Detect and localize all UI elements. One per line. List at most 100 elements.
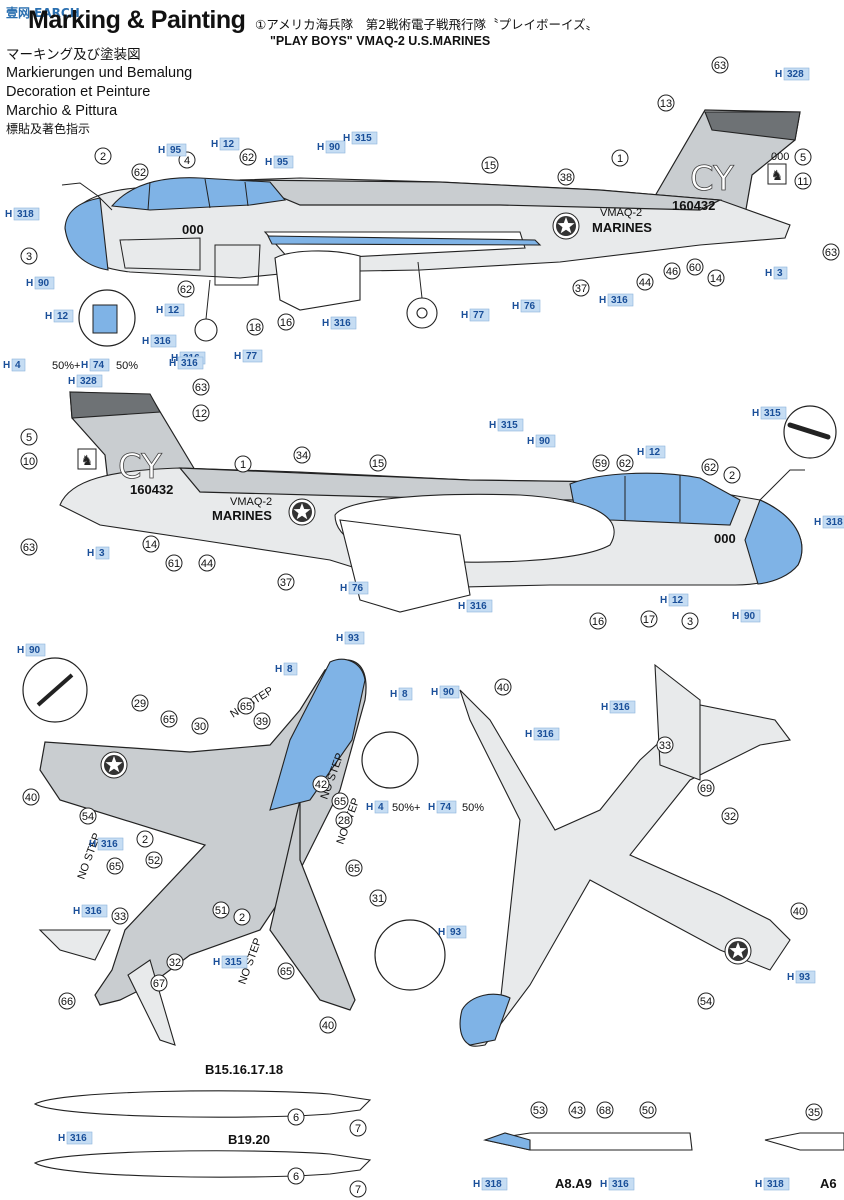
- callout-number: 7: [349, 1119, 367, 1137]
- bottom-radome: [459, 993, 511, 1046]
- callout-number-text: 32: [169, 957, 181, 969]
- svg-text:H: H: [428, 802, 435, 813]
- svg-text:H: H: [234, 351, 241, 362]
- svg-text:95: 95: [170, 145, 182, 156]
- callout-number-text: 40: [322, 1020, 334, 1032]
- pod-b1: [33, 1090, 372, 1118]
- callout-number: 63: [822, 243, 840, 261]
- paint-code: H 315: [489, 418, 524, 432]
- callout-number-text: 34: [296, 450, 308, 462]
- callout-number: 2: [723, 466, 741, 484]
- callout-number: 54: [697, 992, 715, 1010]
- external-pod: [274, 250, 361, 311]
- bottom-view: [459, 663, 791, 1047]
- callout-number-text: 16: [592, 616, 604, 628]
- callout-number-text: 65: [109, 861, 121, 873]
- callout-number: 15: [481, 156, 499, 174]
- svg-text:H: H: [814, 517, 821, 528]
- nose-radome-left: [744, 499, 803, 585]
- svg-text:315: 315: [501, 420, 518, 431]
- callout-number: 1: [611, 149, 629, 167]
- svg-text:H: H: [213, 957, 220, 968]
- callout-number: 62: [616, 454, 634, 472]
- callout-number-text: 13: [660, 98, 672, 110]
- title-german: Markierungen und Bemalung: [6, 65, 193, 81]
- callout-number-text: 54: [82, 811, 94, 823]
- svg-text:H: H: [211, 139, 218, 150]
- callout-number-text: 37: [280, 577, 292, 589]
- callout-number-text: 52: [148, 855, 160, 867]
- callout-number-text: 2: [100, 151, 106, 163]
- watermark-logo: 壹网 EARCH: [6, 6, 80, 20]
- serial-text-left: 160432: [130, 482, 173, 497]
- svg-text:H: H: [343, 133, 350, 144]
- callout-number-text: 18: [249, 322, 261, 334]
- svg-text:H: H: [527, 436, 534, 447]
- svg-text:H: H: [660, 595, 667, 606]
- svg-text:H: H: [156, 305, 163, 316]
- callout-number: 65: [331, 792, 349, 810]
- unit-text-left: VMAQ-2: [230, 496, 272, 508]
- callout-number-text: 15: [372, 458, 384, 470]
- callout-number-text: 40: [497, 682, 509, 694]
- diagram-text: A8.A9: [555, 1176, 592, 1191]
- svg-text:318: 318: [485, 1179, 502, 1190]
- svg-text:H: H: [525, 729, 532, 740]
- svg-text:H: H: [17, 645, 24, 656]
- callout-number: 44: [198, 554, 216, 572]
- callout-number: 63: [192, 378, 210, 396]
- callout-number: 12: [192, 404, 210, 422]
- detail-circle-4: [361, 731, 419, 789]
- side-view-left: VMAQ-2 MARINES CY 160432 000 ♞: [59, 391, 837, 613]
- unit-caption-japanese: ①アメリカ海兵隊 第2戦術電子戦飛行隊〝プレイボーイズ〟: [255, 17, 599, 32]
- callout-number-text: 43: [571, 1105, 583, 1117]
- callout-number: 13: [657, 94, 675, 112]
- callout-number-text: 69: [700, 783, 712, 795]
- callout-number: 53: [530, 1101, 548, 1119]
- callout-number: 63: [20, 538, 38, 556]
- callout-number-text: 42: [315, 779, 327, 791]
- callout-number-text: 40: [793, 906, 805, 918]
- service-text: MARINES: [592, 220, 652, 235]
- svg-text:12: 12: [672, 595, 684, 606]
- callout-number: 18: [246, 318, 264, 336]
- modex-text: 000: [182, 222, 204, 237]
- callout-number: 5: [20, 428, 38, 446]
- top-tailplane: [38, 929, 176, 1046]
- callout-number-text: 5: [26, 432, 32, 444]
- svg-text:H: H: [58, 1133, 65, 1144]
- svg-text:H: H: [637, 447, 644, 458]
- callout-number: 61: [165, 554, 183, 572]
- svg-text:90: 90: [443, 687, 455, 698]
- unit-text: VMAQ-2: [600, 207, 642, 219]
- svg-text:H: H: [489, 420, 496, 431]
- svg-text:H: H: [89, 839, 96, 850]
- fuselage-top-grey: [239, 179, 723, 211]
- svg-text:328: 328: [80, 376, 97, 387]
- callout-number: 6: [287, 1108, 305, 1126]
- callout-number: 44: [636, 273, 654, 291]
- callout-number-text: 7: [355, 1123, 361, 1135]
- svg-text:3: 3: [99, 548, 105, 559]
- svg-text:H: H: [366, 802, 373, 813]
